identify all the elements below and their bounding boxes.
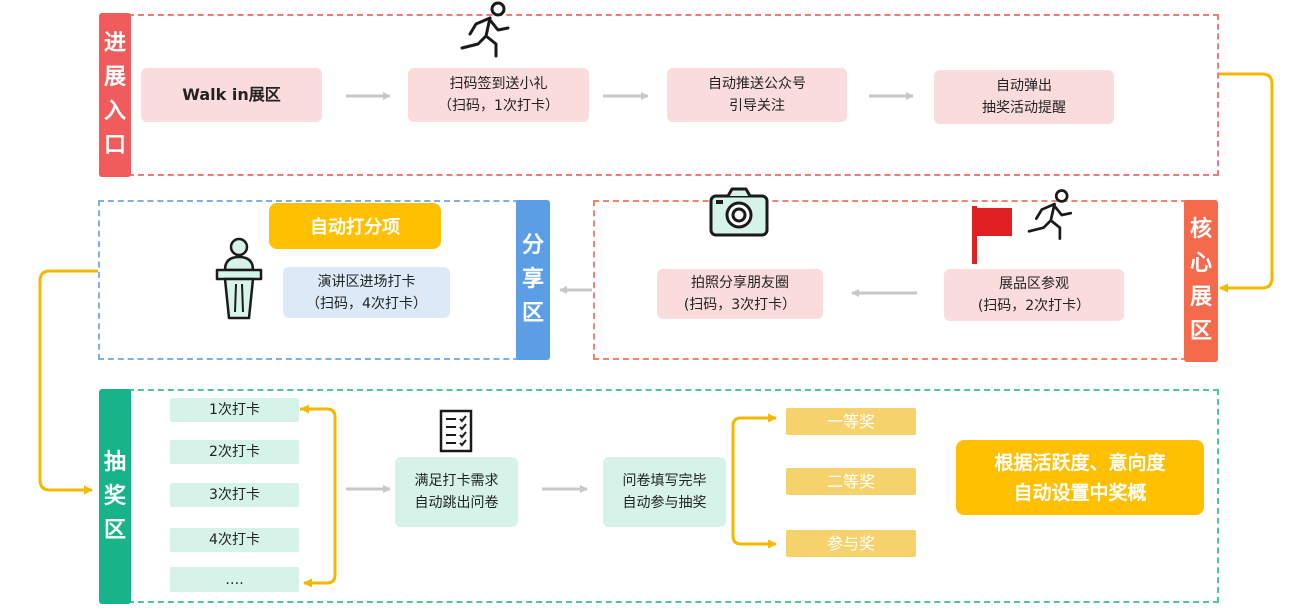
share-zone-label: 分享区 xyxy=(516,200,550,360)
bracket-checkins xyxy=(300,407,337,588)
core-step-photo-share: 拍照分享朋友圈(扫码，3次打卡） xyxy=(657,269,823,319)
entrance-step-walk-in: Walk in展区 xyxy=(141,68,322,122)
bracket-prizes xyxy=(731,413,777,480)
entrance-zone-label: 进展入口 xyxy=(99,13,131,177)
lottery-step-survey-popup: 满足打卡需求自动跳出问卷 xyxy=(395,457,518,527)
auto-score-badge: 自动打分项 xyxy=(269,203,441,249)
lottery-zone-label: 抽奖区 xyxy=(99,389,131,604)
prize-first: 一等奖 xyxy=(786,408,916,435)
prize-participation: 参与奖 xyxy=(786,530,916,557)
entrance-step-lottery-reminder: 自动弹出抽奖活动提醒 xyxy=(934,70,1114,124)
entrance-step-push-account: 自动推送公众号引导关注 xyxy=(667,68,847,122)
running-person-icon xyxy=(460,1,510,58)
core-zone-label: 核心展区 xyxy=(1184,200,1218,362)
prize-second: 二等奖 xyxy=(786,468,916,495)
core-step-exhibit-visit: 展品区参观(扫码，2次打卡） xyxy=(944,269,1124,321)
checkin-count-4: 4次打卡 xyxy=(170,528,299,552)
checkin-count-2: 2次打卡 xyxy=(170,440,299,464)
running-person-icon xyxy=(1027,189,1073,240)
lottery-step-auto-draw: 问卷填写完毕自动参与抽奖 xyxy=(603,457,726,527)
podium-icon xyxy=(215,237,263,320)
winning-probability-note: 根据活跃度、意向度自动设置中奖概 xyxy=(956,440,1204,515)
connector-share-to-lottery xyxy=(38,269,98,495)
share-step-speech-checkin: 演讲区进场打卡（扫码，4次打卡） xyxy=(283,267,450,318)
checkin-count-1: 1次打卡 xyxy=(170,398,299,422)
entrance-step-scan-checkin: 扫码签到送小礼（扫码，1次打卡） xyxy=(408,68,589,122)
connector-entrance-to-core xyxy=(1219,72,1274,293)
checkin-count-3: 3次打卡 xyxy=(170,483,299,507)
camera-icon xyxy=(709,187,769,237)
checklist-icon xyxy=(439,409,473,453)
checkin-count-more: …. xyxy=(170,567,299,592)
red-flag-icon xyxy=(972,206,1012,264)
